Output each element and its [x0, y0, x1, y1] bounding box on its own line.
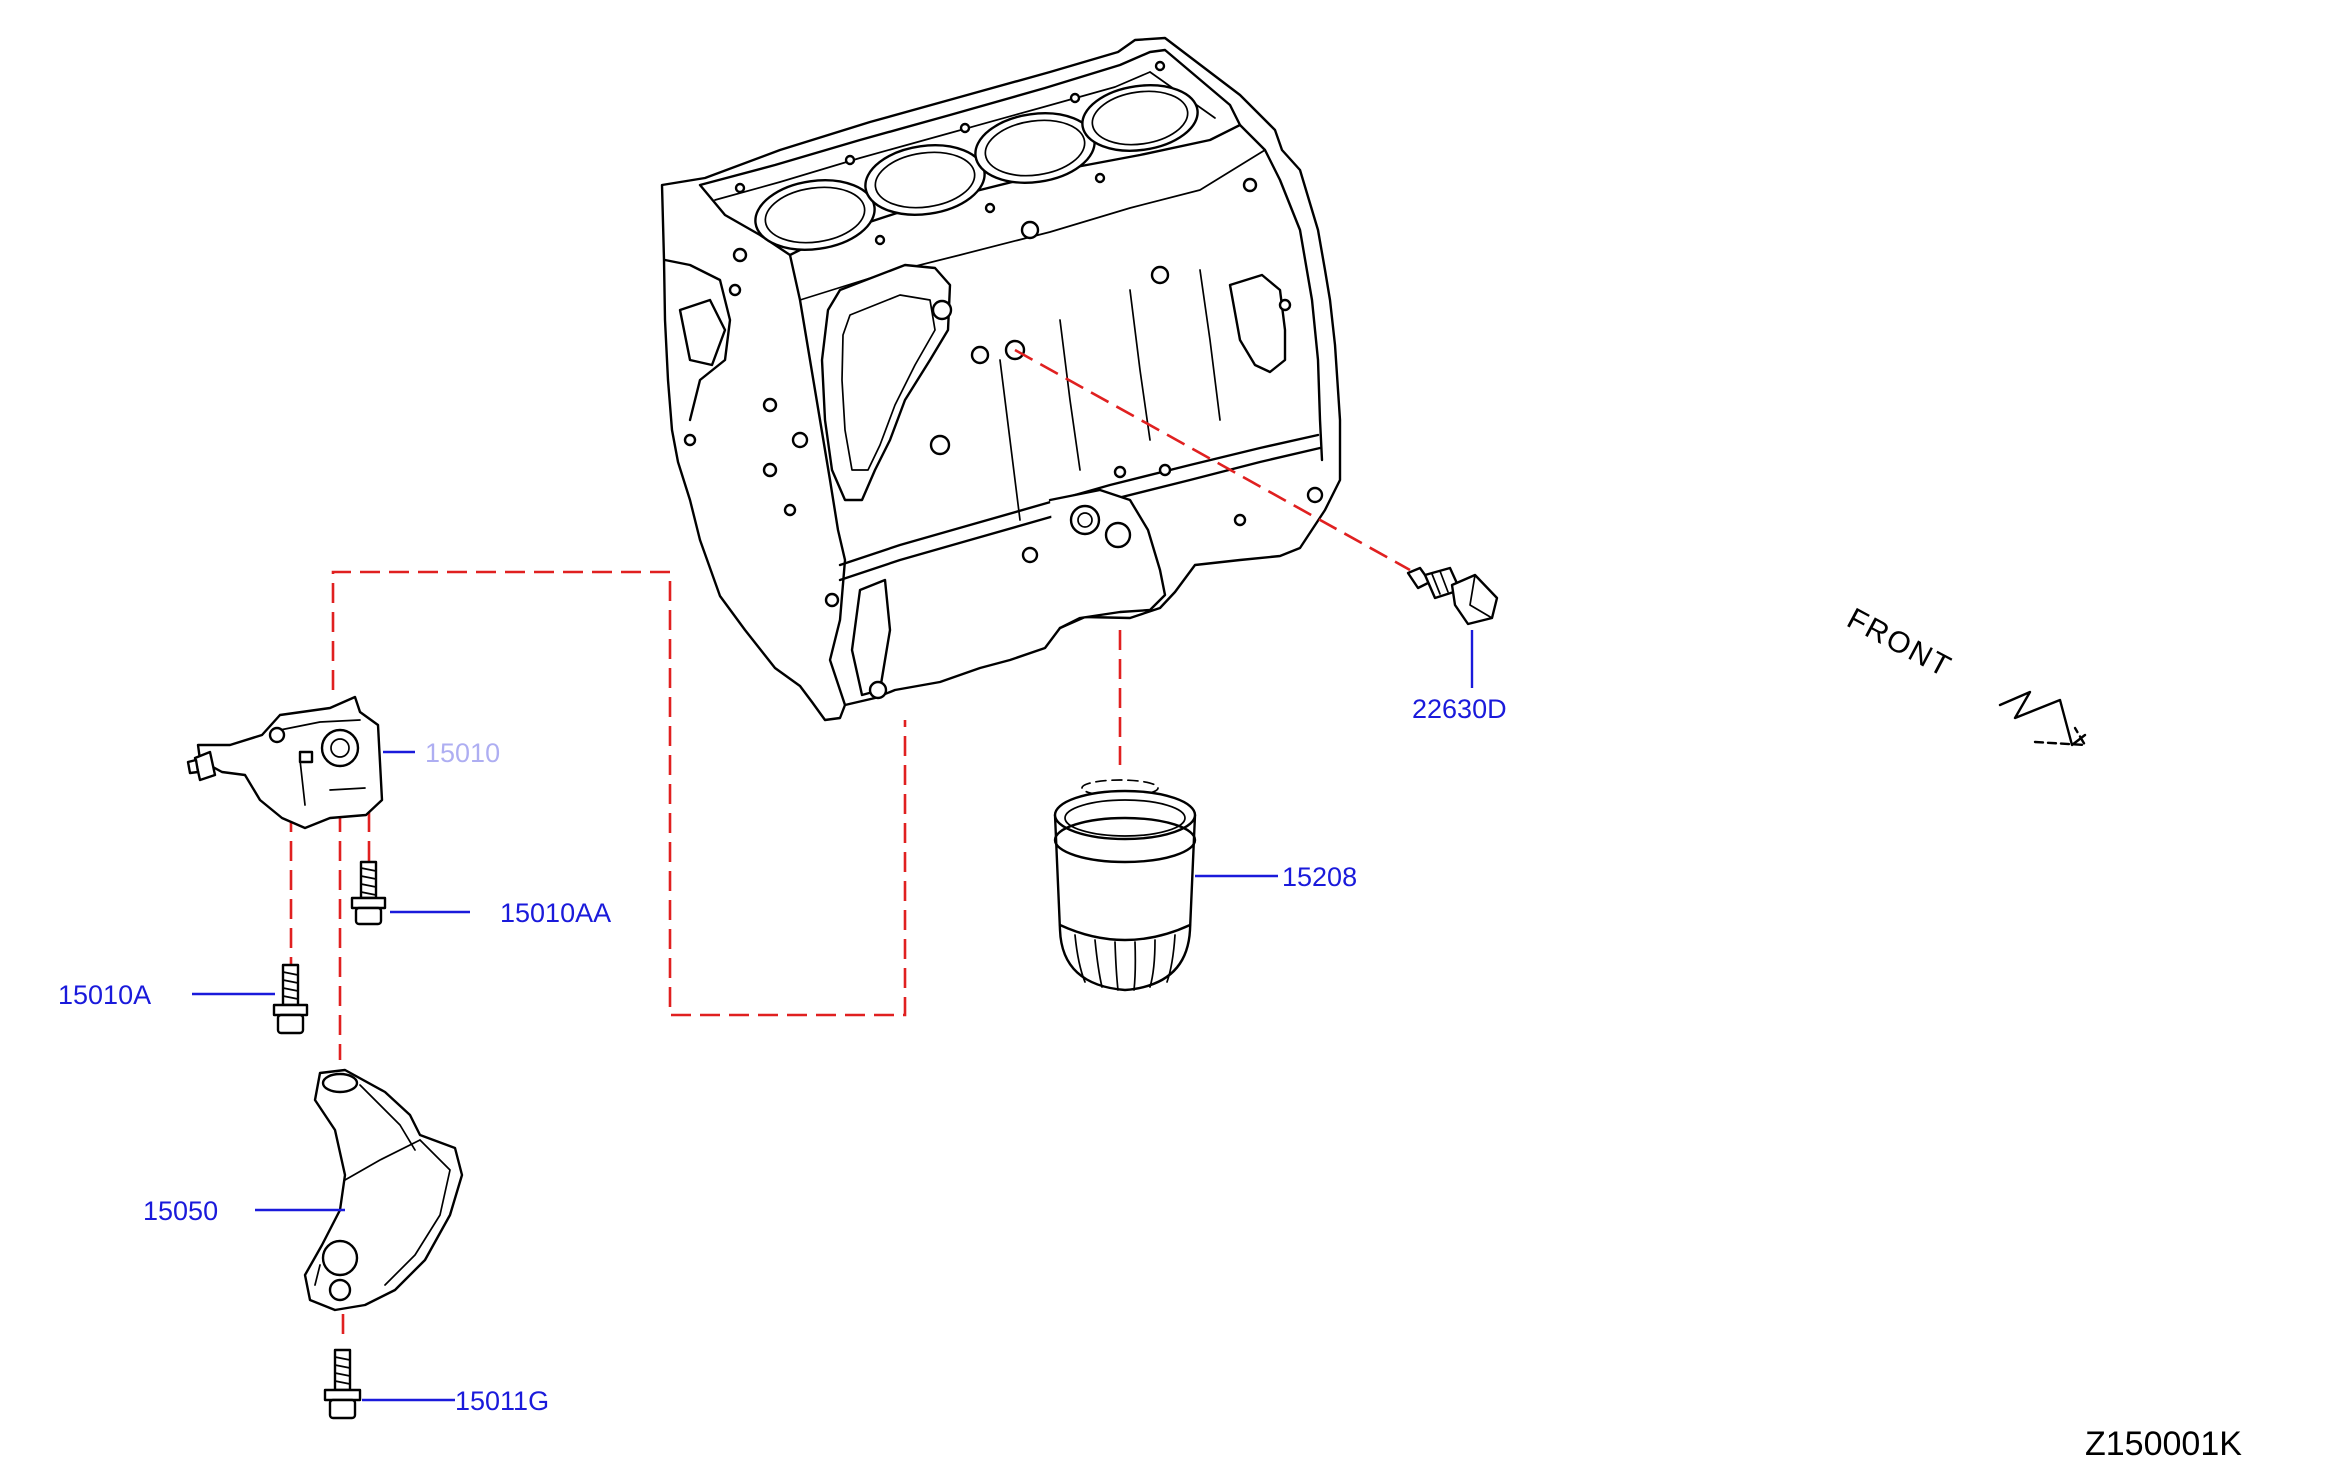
- oil-filter-drawing: [1053, 779, 1197, 992]
- label-oil-pump-bolt-long[interactable]: 15010A: [58, 980, 151, 1010]
- oil-pressure-sensor-drawing: [1406, 566, 1499, 626]
- leader-lines: [192, 630, 1474, 1402]
- label-strainer-bolt[interactable]: 15011G: [455, 1386, 549, 1416]
- cylinder-bores: [754, 84, 1199, 251]
- label-oil-strainer[interactable]: 15050: [143, 1196, 218, 1226]
- oil-strainer-drawing: [303, 1068, 464, 1312]
- front-label: FRONT: [1842, 602, 1958, 684]
- label-oil-pump-bolt-short[interactable]: 15010AA: [500, 898, 611, 928]
- diagram-code: Z150001K: [2085, 1425, 2242, 1463]
- front-arrow-icon: [1998, 690, 2087, 747]
- bolt-15011G-drawing: [323, 1348, 362, 1420]
- bolt-15010A-drawing: [272, 963, 309, 1035]
- oil-pump-drawing: [186, 695, 384, 830]
- cylinder-block: [660, 36, 1342, 722]
- front-indicator: FRONT: [1842, 602, 2087, 747]
- part-labels: 15010 15010AA 15010A 15050 15011G 15208 …: [58, 694, 1507, 1416]
- label-oil-pump[interactable]: 15010: [425, 738, 500, 768]
- label-oil-filter[interactable]: 15208: [1282, 862, 1357, 892]
- label-oil-pressure-sensor[interactable]: 22630D: [1412, 694, 1507, 724]
- bolt-15010AA-drawing: [350, 860, 387, 926]
